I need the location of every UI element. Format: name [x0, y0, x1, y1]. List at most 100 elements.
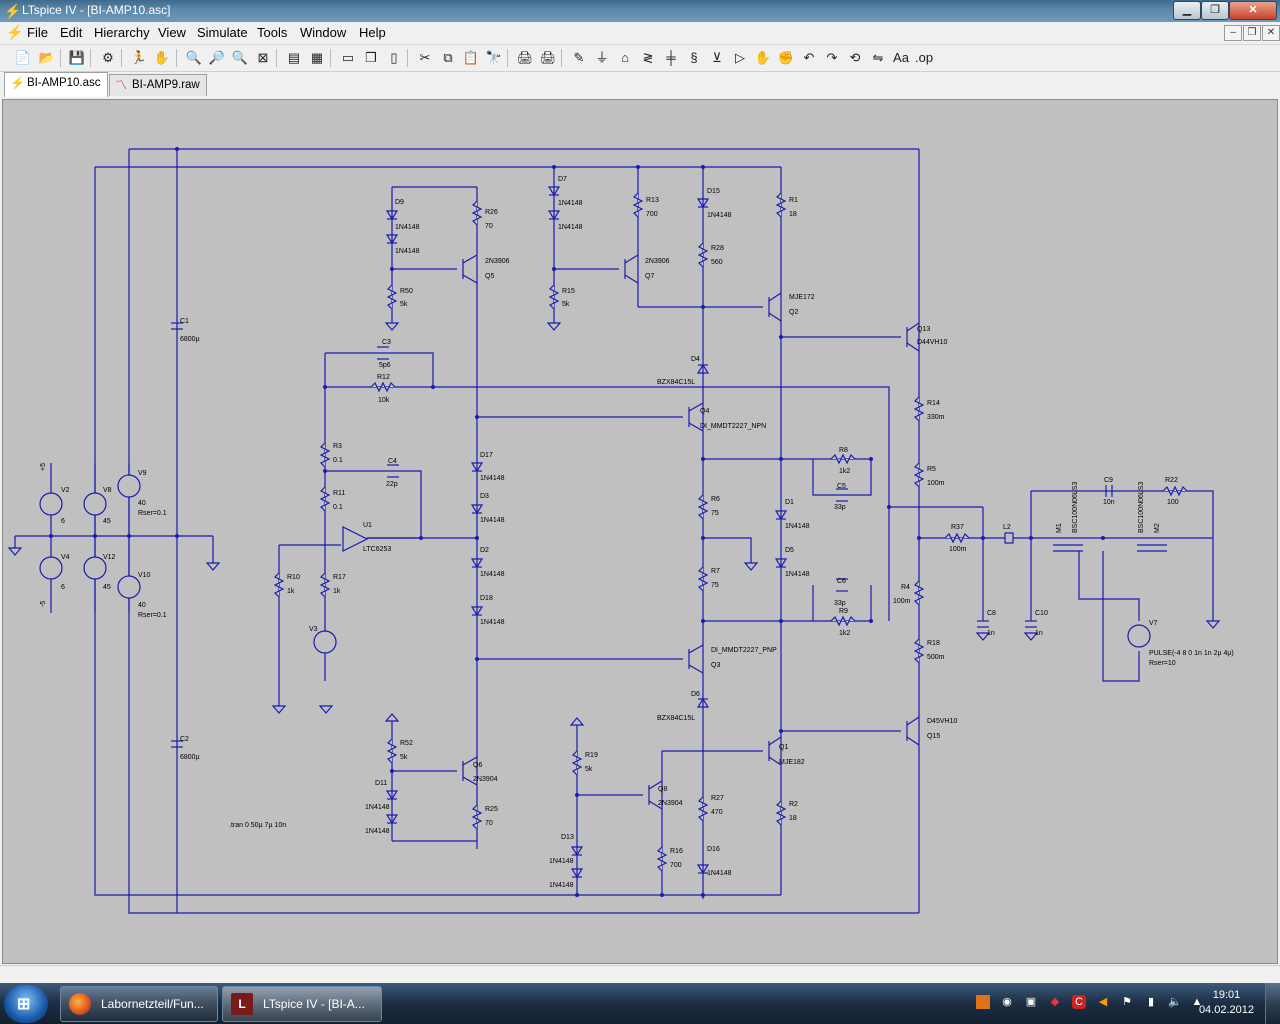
d9-value: 1N4148	[395, 224, 420, 231]
halt-icon[interactable]: ✋	[153, 50, 171, 65]
capacitors	[171, 322, 1113, 748]
r27-value: 470	[711, 809, 723, 816]
component-icon[interactable]: ▷	[735, 50, 745, 65]
r13-label: R13	[646, 197, 659, 204]
menu-window[interactable]: Window	[300, 25, 347, 40]
q13-label: Q13	[917, 326, 930, 333]
drag-icon[interactable]: ✊	[777, 50, 795, 65]
move-icon[interactable]: ✋	[754, 50, 772, 65]
mdi-restore-button[interactable]: ❐	[1243, 25, 1261, 41]
diode-icon[interactable]: ⊻	[712, 50, 722, 65]
menu-tools[interactable]: Tools	[257, 25, 288, 40]
capacitor-icon[interactable]: ╪	[666, 50, 676, 65]
q3-label: Q3	[711, 662, 720, 669]
undo-icon[interactable]: ↶	[803, 50, 815, 65]
clock[interactable]: 19:01 04.02.2012	[1199, 988, 1254, 1018]
new-schematic-icon[interactable]: 📄	[14, 50, 32, 65]
schematic-window: V2 6 +5 V4 6 -5 V8 45 V12 45 V9 40 Rser=…	[0, 97, 1280, 965]
resistor-icon[interactable]: ≷	[642, 50, 654, 65]
task-firefox[interactable]: Labornetzteil/Fun...	[60, 986, 218, 1022]
m1-label: M1	[1056, 523, 1063, 533]
tab-bi-amp9[interactable]: 〽 BI-AMP9.raw	[109, 74, 207, 96]
print-icon[interactable]: 🖨	[539, 50, 557, 65]
paste-icon[interactable]: 📋	[462, 50, 480, 65]
control-panel-icon[interactable]: ⚙	[102, 50, 114, 65]
v7-param: Rser=10	[1149, 660, 1176, 667]
grid-icon[interactable]: ▦	[310, 50, 324, 65]
menu-hierarchy[interactable]: Hierarchy	[94, 25, 150, 40]
c5-label: C5	[837, 483, 846, 490]
r26-label: R26	[485, 209, 498, 216]
cascade-icon[interactable]: ❒	[365, 50, 377, 65]
close-button[interactable]: ✕	[1229, 1, 1277, 20]
ground-icon[interactable]: ⏚	[595, 50, 609, 65]
zoom-out-icon[interactable]: 🔍	[231, 50, 249, 65]
mdi-minimize-button[interactable]: –	[1224, 25, 1242, 41]
pan-icon[interactable]: 🔎	[208, 50, 226, 65]
r9-value: 1k2	[839, 630, 850, 637]
menu-help[interactable]: Help	[359, 25, 386, 40]
mdi-close-button[interactable]: ✕	[1262, 25, 1280, 41]
rotate-icon[interactable]: ⟲	[849, 50, 861, 65]
tray-action-center-icon[interactable]: ⚑	[1122, 996, 1132, 1008]
find-icon[interactable]: 🔭	[485, 50, 503, 65]
r37-label: R37	[951, 524, 964, 531]
menu-view[interactable]: View	[158, 25, 186, 40]
print-setup-icon[interactable]: 🖨	[516, 50, 534, 65]
inductor-icon[interactable]: §	[690, 50, 698, 65]
menu-simulate[interactable]: Simulate	[197, 25, 248, 40]
v4-label: V4	[61, 554, 70, 561]
c2-value: 6800µ	[180, 754, 200, 761]
maximize-button[interactable]: ❐	[1201, 1, 1229, 20]
v7-value: PULSE(-4 8 0 1n 1n 2µ 4µ)	[1149, 650, 1234, 657]
label-net-icon[interactable]: ⌂	[621, 50, 629, 65]
run-icon[interactable]: 🏃	[130, 50, 148, 65]
task-ltspice[interactable]: L LTspice IV - [BI-A...	[222, 986, 382, 1022]
tray-antivirus-icon[interactable]: ◆	[1050, 996, 1060, 1008]
menu-edit[interactable]: Edit	[60, 25, 83, 40]
q6-label: Q6	[473, 762, 482, 769]
menu-file[interactable]: File	[27, 25, 48, 40]
show-desktop-button[interactable]	[1265, 983, 1280, 1024]
d13-value: 1N4148	[549, 858, 574, 865]
cut-icon[interactable]: ✂	[419, 50, 431, 65]
q15-label: Q15	[927, 733, 940, 740]
mirror-icon[interactable]: ⇋	[872, 50, 884, 65]
r52-label: R52	[400, 740, 413, 747]
c9-label: C9	[1104, 477, 1113, 484]
r19-label: R19	[585, 752, 598, 759]
tray-power-icon[interactable]: ▮	[1147, 996, 1155, 1008]
zoom-fit-icon[interactable]: ⊠	[257, 50, 269, 65]
redo-icon[interactable]: ↷	[826, 50, 838, 65]
document-icon[interactable]: ⚡	[6, 24, 24, 40]
save-icon[interactable]: 💾	[68, 50, 86, 65]
text-icon[interactable]: Aa	[893, 50, 909, 65]
tile-horizontal-icon[interactable]: ▭	[341, 50, 355, 65]
tile-vertical-icon[interactable]: ▯	[390, 50, 398, 65]
q6-value: 2N3904	[473, 776, 498, 783]
tray-expand-icon[interactable]: ▲	[1191, 996, 1203, 1008]
spice-directive: .tran 0 50µ 7µ 10n	[229, 822, 286, 829]
zoom-in-icon[interactable]: 🔍	[185, 50, 203, 65]
transistors	[342, 254, 1167, 810]
d1-value: 1N4148	[785, 523, 810, 530]
tray-network-icon[interactable]: ◉	[1002, 996, 1012, 1008]
spice-directive-icon[interactable]: .op	[915, 50, 934, 65]
tray-volume-icon[interactable]: 🔈	[1168, 996, 1182, 1008]
window-title: LTspice IV - [BI-AMP10.asc]	[22, 3, 171, 17]
minimize-button[interactable]: ▁	[1173, 1, 1201, 20]
start-button[interactable]: ⊞	[4, 985, 48, 1023]
schematic-canvas[interactable]: V2 6 +5 V4 6 -5 V8 45 V12 45 V9 40 Rser=…	[2, 99, 1278, 964]
r52-value: 5k	[400, 754, 408, 761]
tray-security-icon[interactable]: C	[1072, 995, 1086, 1009]
v12-label: V12	[103, 554, 116, 561]
tab-bi-amp10[interactable]: ⚡ BI-AMP10.asc	[4, 72, 108, 97]
copy-icon[interactable]: ⧉	[443, 50, 453, 65]
open-icon[interactable]: 📂	[38, 50, 56, 65]
autorange-icon[interactable]: ▤	[287, 50, 301, 65]
draw-wire-icon[interactable]: ✎	[573, 50, 585, 65]
v10-value: 40	[138, 602, 146, 609]
tray-display-icon[interactable]: ▣	[1025, 996, 1037, 1008]
tray-flag-icon[interactable]: ◀	[1098, 996, 1108, 1008]
tray-app-icon[interactable]	[976, 995, 990, 1009]
